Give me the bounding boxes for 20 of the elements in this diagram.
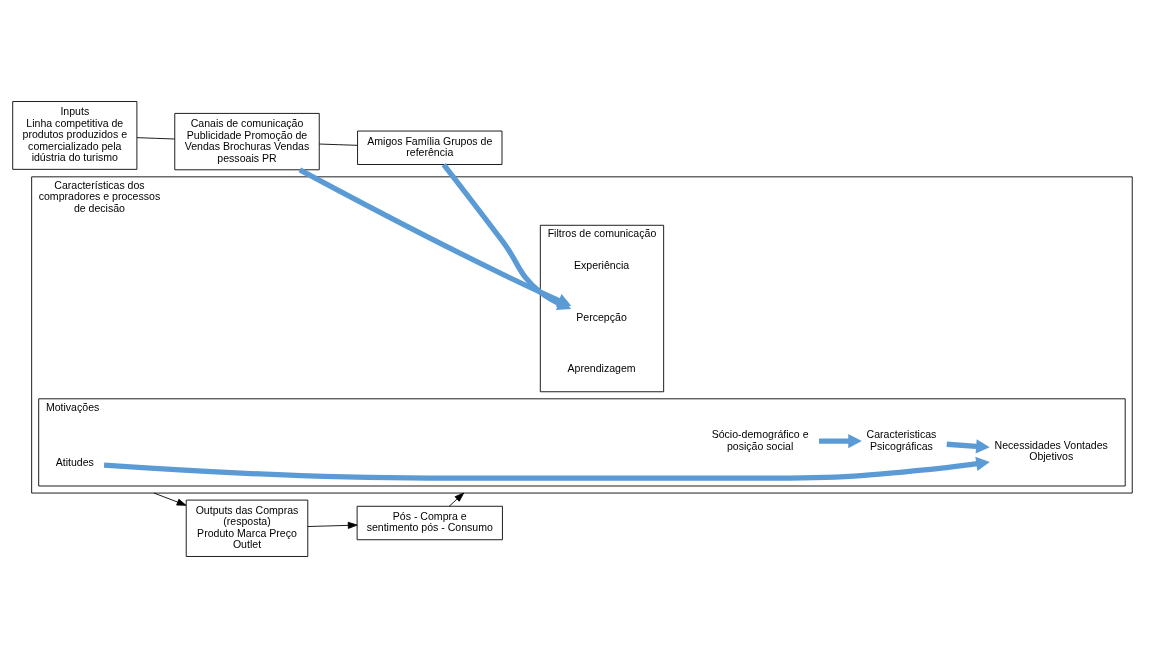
arrow — [448, 492, 465, 507]
node-text: Percepção — [576, 310, 627, 322]
arrow — [307, 521, 358, 529]
node-box: Amigos Família Grupos de referência — [357, 130, 503, 165]
node-box: Canais de comunicação Publicidade Promoção de Vendas Brochuras Vendas pessoais PR — [174, 112, 320, 170]
node-text: Sócio-demográfico e posição social — [711, 427, 809, 452]
arrow — [103, 456, 990, 481]
node-text: Caracteristicas Psicográficas — [866, 427, 937, 452]
node-text: Experiência — [573, 258, 630, 271]
connector — [319, 143, 358, 146]
arrow — [946, 438, 990, 453]
node-text: Atitudes — [55, 455, 94, 468]
node-box: Outputs das Compras (resposta) Produto Marca Preço Outlet — [185, 499, 309, 557]
connector — [136, 136, 176, 139]
node-text: Necessidades Vontades Objetivos — [994, 438, 1108, 462]
arrow — [153, 492, 187, 506]
node-box: Pós - Compra e sentimento pós - Consumo — [356, 505, 503, 540]
node-box: Inputs Linha competitiva de produtos produzidos e comercializado pela idústria do turismo — [12, 100, 138, 170]
node-text: Aprendizagem — [567, 361, 636, 374]
arrow — [818, 433, 862, 448]
